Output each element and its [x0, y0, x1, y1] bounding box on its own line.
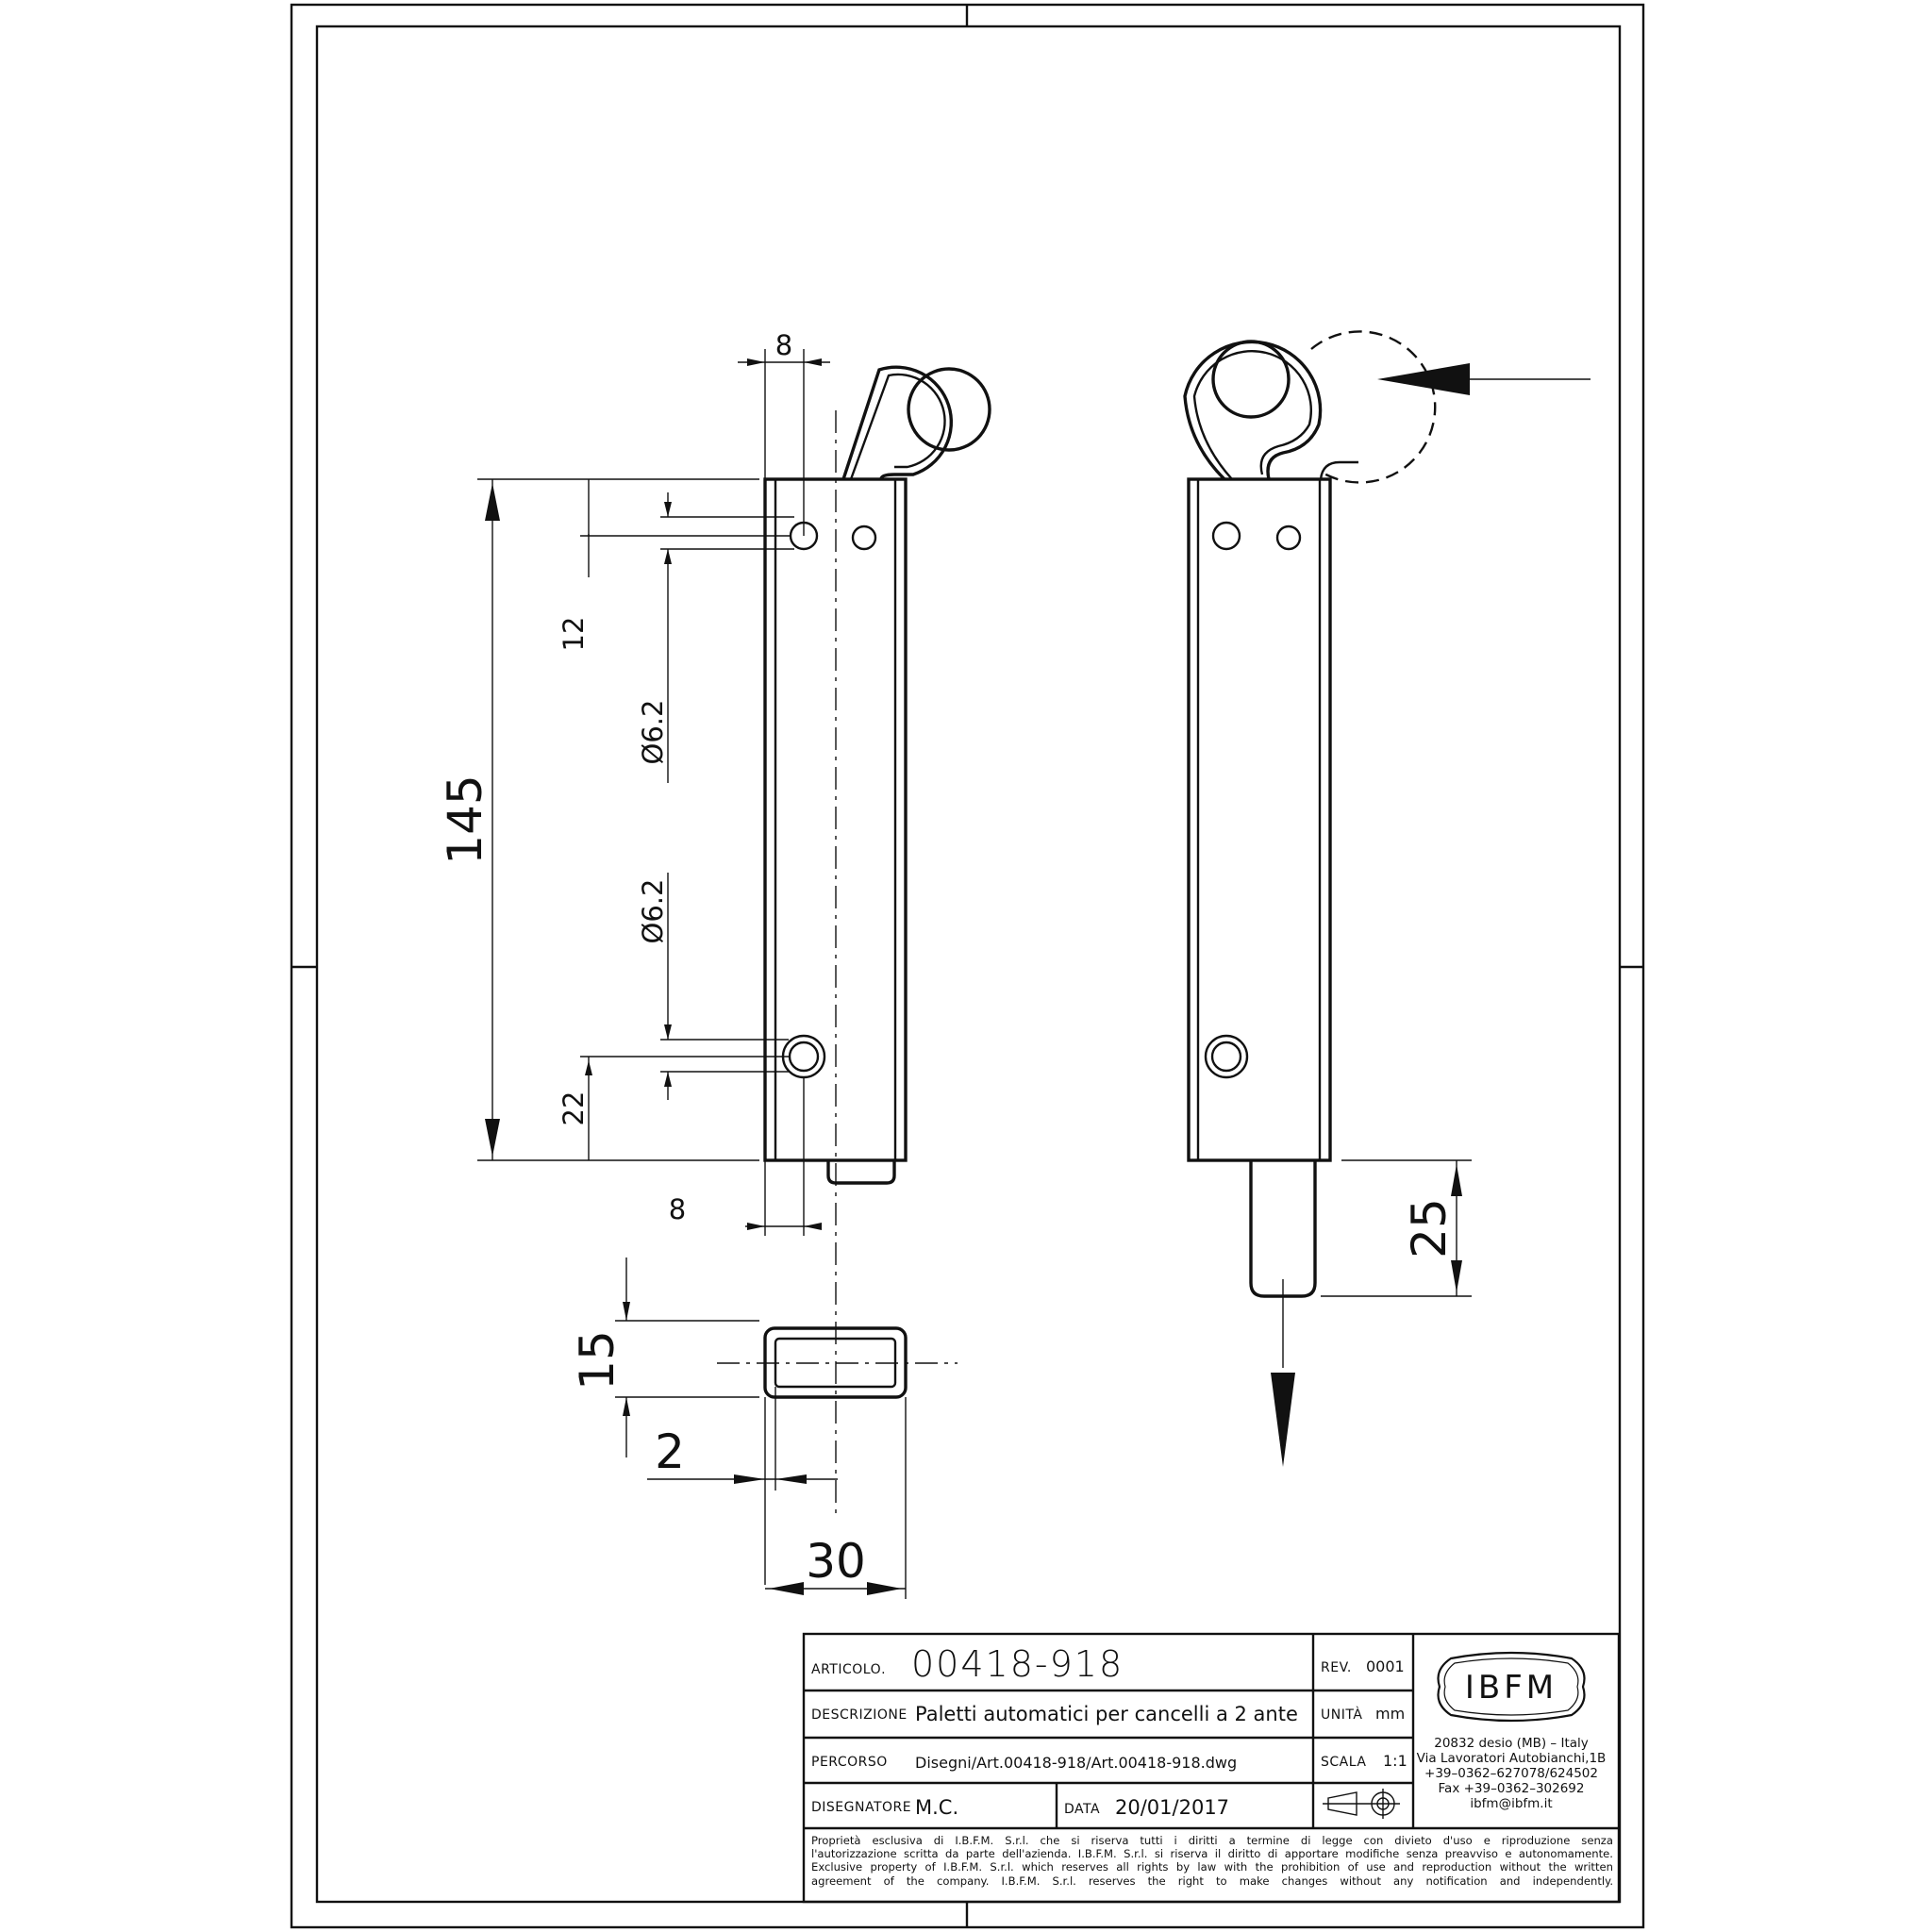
scala-label: SCALA [1321, 1755, 1367, 1770]
legal-notice: Proprietà esclusiva di I.B.F.M. S.r.l. c… [811, 1834, 1613, 1888]
company-address: 20832 desio (MB) – Italy Via Lavoratori … [1407, 1736, 1615, 1811]
data-value: 20/01/2017 [1115, 1796, 1230, 1819]
legal-line: agreement of the company. I.B.F.M. S.r.l… [811, 1874, 1613, 1888]
dim-wall-thickness: 2 [655, 1424, 685, 1479]
dim-top-offset: 8 [775, 329, 792, 361]
address-line: ibfm@ibfm.it [1470, 1796, 1553, 1811]
top-hole-2 [851, 525, 877, 551]
side-view [1183, 330, 1591, 1467]
title-block-grid [802, 1632, 1621, 1904]
percorso-value: Disegni/Art.00418-918/Art.00418-918.dwg [915, 1753, 1238, 1772]
address-line: +39–0362–627078/624502 [1424, 1766, 1598, 1781]
articolo-value: 00418-918 [911, 1643, 1124, 1685]
unita-value: mm [1375, 1704, 1406, 1723]
rev-label: REV. [1321, 1660, 1352, 1675]
dim-hole-bottom-pos: 22 [558, 1091, 590, 1126]
articolo-label: ARTICOLO [811, 1662, 882, 1677]
dimension-lines: 8 145 12 Ø6.2 Ø6.2 22 [438, 329, 1472, 1599]
logo-text: IBFM [1465, 1669, 1557, 1707]
dim-bottom-offset: 8 [669, 1193, 686, 1225]
unita-label: UNITÀ [1321, 1707, 1363, 1723]
legal-line: l'autorizzazione scritta da parte dell'a… [811, 1847, 1613, 1861]
title-block: ARTICOLO. 00418-918 DESCRIZIONE Paletti … [804, 1634, 1618, 1902]
address-line: Via Lavoratori Autobianchi,1B [1416, 1751, 1607, 1766]
disegnatore-value: M.C. [915, 1796, 959, 1819]
address-line: Fax +39–0362–302692 [1438, 1781, 1585, 1796]
front-view [763, 365, 991, 1519]
dim-section-height: 15 [570, 1330, 625, 1391]
dim-bolt-stroke: 25 [1402, 1198, 1457, 1258]
descrizione-label: DESCRIZIONE [811, 1707, 908, 1723]
dim-hole-top-pos: 12 [558, 617, 590, 652]
dim-total-length: 145 [438, 774, 492, 864]
section-view [717, 1326, 958, 1399]
dim-hole-bottom-dia: Ø6.2 [637, 879, 669, 944]
ibfm-logo: IBFM [1437, 1651, 1586, 1723]
disegnatore-label: DISEGNATORE [811, 1800, 912, 1815]
rev-value: 0001 [1366, 1657, 1405, 1675]
scala-value: 1:1 [1383, 1751, 1407, 1770]
data-label: DATA [1064, 1802, 1101, 1817]
legal-line: Exclusive property of I.B.F.M. S.r.l. wh… [811, 1860, 1613, 1874]
projection-symbol-icon [1323, 1789, 1400, 1819]
address-line: 20832 desio (MB) – Italy [1434, 1736, 1589, 1751]
dim-hole-top-dia: Ø6.2 [637, 700, 669, 765]
dim-section-width: 30 [806, 1534, 866, 1589]
legal-line: Proprietà esclusiva di I.B.F.M. S.r.l. c… [811, 1834, 1613, 1847]
articolo-label-dot: . [881, 1662, 887, 1677]
descrizione-value: Paletti automatici per cancelli a 2 ante [915, 1703, 1298, 1725]
percorso-label: PERCORSO [811, 1755, 888, 1770]
